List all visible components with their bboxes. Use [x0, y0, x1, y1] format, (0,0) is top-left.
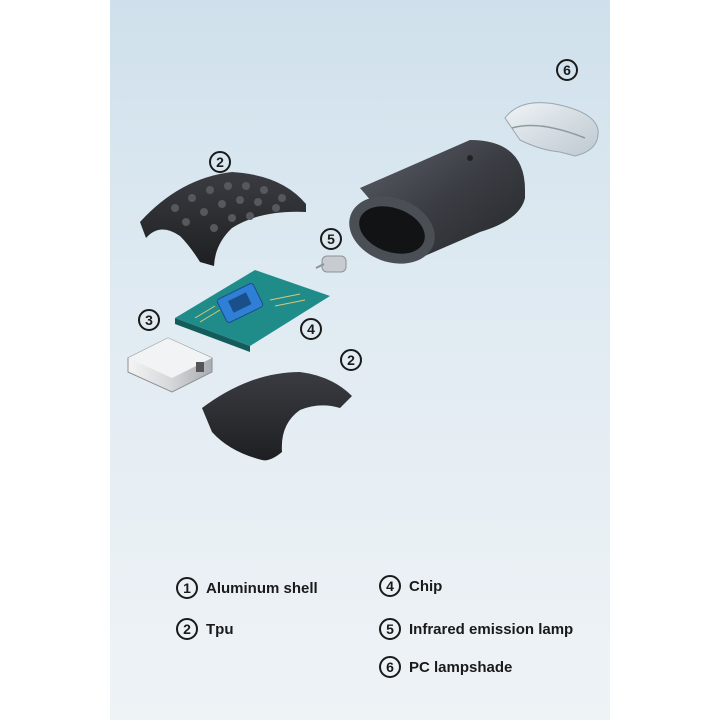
callout-board: 3	[138, 309, 160, 331]
callout-tpu-bottom: 2	[340, 349, 362, 371]
callout-shell: 6	[556, 59, 578, 81]
legend-number: 6	[379, 656, 401, 678]
legend-number: 5	[379, 618, 401, 640]
legend-label: Aluminum shell	[206, 579, 318, 597]
callout-lamp: 5	[320, 228, 342, 250]
legend-item-pc-lampshade: 6 PC lampshade	[379, 656, 512, 678]
legend-number: 2	[176, 618, 198, 640]
legend-label: Infrared emission lamp	[409, 620, 574, 638]
callout-tpu-top: 2	[209, 151, 231, 173]
legend-number: 1	[176, 577, 198, 599]
legend-number: 4	[379, 575, 401, 597]
legend-item-infrared-lamp: 5 Infrared emission lamp	[379, 618, 573, 640]
legend-item-aluminum-shell: 1 Aluminum shell	[176, 577, 318, 599]
connector-plug	[127, 337, 213, 393]
legend-item-tpu: 2 Tpu	[176, 618, 234, 640]
tpu-top	[140, 172, 306, 266]
aluminum-shell	[349, 140, 525, 264]
tpu-bottom	[202, 372, 352, 461]
pcb-board	[175, 270, 330, 352]
callout-chip: 4	[300, 318, 322, 340]
legend-label: Chip	[409, 577, 443, 595]
infrared-lamp	[315, 255, 347, 273]
legend-label: Tpu	[206, 620, 234, 638]
pc-lampshade	[504, 102, 599, 157]
legend-item-chip: 4 Chip	[379, 575, 442, 597]
legend-label: PC lampshade	[409, 658, 513, 676]
